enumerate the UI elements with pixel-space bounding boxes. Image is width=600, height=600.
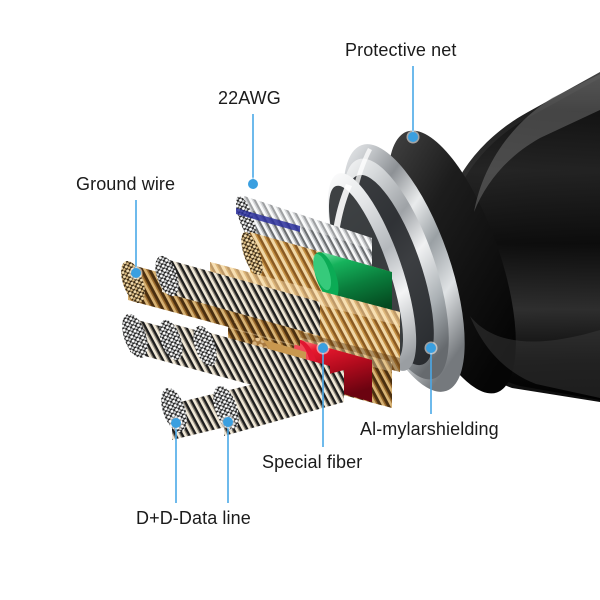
data-conductor-body-2 bbox=[224, 370, 344, 436]
leader-dot-special-fiber bbox=[318, 343, 328, 353]
label-protective-net: Protective net bbox=[345, 40, 457, 60]
leader-dot-al-mylarshielding bbox=[426, 343, 436, 353]
label-22awg: 22AWG bbox=[218, 88, 281, 108]
label-ground-wire: Ground wire bbox=[76, 174, 176, 194]
leader-dot-data-line-left bbox=[171, 418, 181, 428]
leader-dot-22awg bbox=[248, 179, 258, 189]
callout-layer bbox=[129, 66, 438, 503]
leader-dot-protective-net bbox=[408, 132, 418, 142]
outer-jacket bbox=[388, 72, 600, 402]
label-data-line: D+D-Data line bbox=[136, 508, 251, 528]
label-special-fiber: Special fiber bbox=[262, 452, 363, 472]
blue-strand-accent bbox=[236, 208, 300, 232]
label-al-mylarshielding: Al-mylarshielding bbox=[360, 419, 499, 439]
data-line-conductors bbox=[161, 368, 344, 440]
ground-wire-bundle bbox=[121, 255, 330, 398]
leader-dot-ground-wire bbox=[131, 268, 141, 278]
conductor-bundle bbox=[121, 196, 400, 440]
leader-dot-data-line-right bbox=[223, 417, 233, 427]
